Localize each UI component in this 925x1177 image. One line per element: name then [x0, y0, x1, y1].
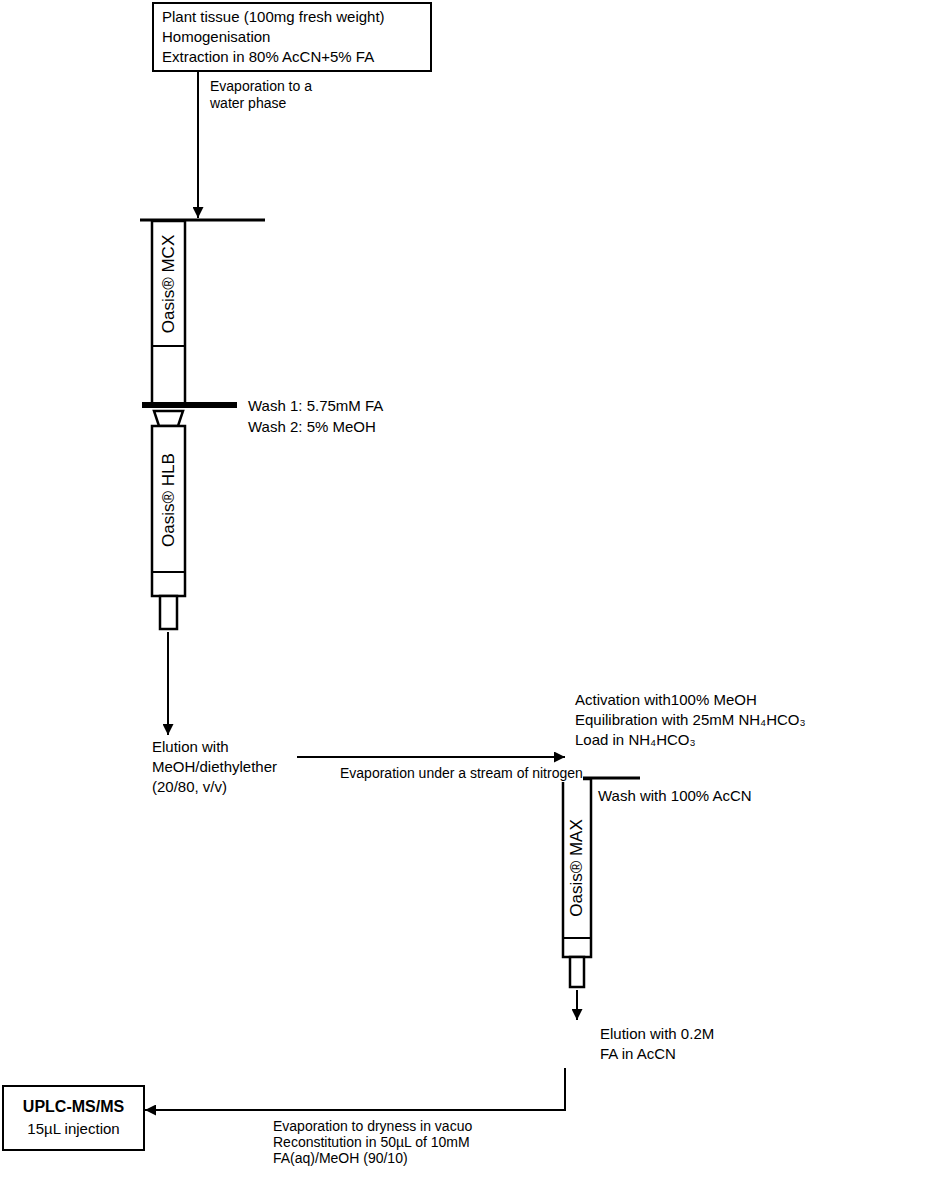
process-box: Plant tissue (100mg fresh weight)Homogen…: [152, 2, 432, 72]
node-text: Elution with MeOH/diethylether (20/80, v…: [152, 737, 297, 797]
node-text: 15µL injection: [12, 1118, 135, 1140]
node-text: Activation with100% MeOH: [575, 690, 757, 709]
cartridge-frit: [152, 571, 185, 573]
cartridge-body: [152, 221, 185, 404]
edge-label: Evaporation under a stream of nitrogen: [340, 765, 583, 782]
node-text: Load in NH₄HCO₃: [575, 730, 696, 749]
flow-arrow: [167, 632, 169, 735]
cartridge: Activation with100% MeOHEquilibration wi…: [565, 690, 641, 990]
flow-arrow: [197, 72, 199, 218]
node-text: Homogenisation: [162, 27, 422, 47]
step-note: Wash 2: 5% MeOH: [248, 417, 376, 436]
output-box: UPLC-MS/MS15µL injection: [2, 1085, 145, 1151]
cartridge-adapter: [154, 411, 183, 426]
cartridge-flange: [142, 402, 237, 408]
node-text: Elution with 0.2M FA in AcCN: [600, 1024, 730, 1064]
cartridge-group: [152, 411, 185, 629]
node-text: Oasis® MAX: [567, 819, 587, 917]
cartridge-group: [140, 220, 265, 408]
node-text: Extraction in 80% AcCN+5% FA: [162, 47, 422, 67]
cartridge-frit: [152, 345, 185, 347]
flow-arrow: [297, 756, 565, 758]
step-text: Elution with MeOH/diethylether (20/80, v…: [152, 735, 297, 799]
cartridge-tip: [160, 596, 177, 629]
edge-label: Evaporation to a water phase: [210, 78, 320, 112]
cartridge-group: [505, 778, 640, 987]
cartridge-tip: [570, 957, 584, 987]
node-text: Equilibration with 25mM NH₄HCO₃: [575, 710, 806, 729]
flow-arrow: [145, 1068, 565, 1110]
node-text: UPLC-MS/MS: [12, 1096, 135, 1118]
cartridge-body: [152, 426, 185, 596]
cartridge-body: [563, 779, 591, 957]
step-text: Elution with 0.2M FA in AcCN: [560, 1020, 730, 1068]
step-note: Wash with 100% AcCN: [598, 786, 752, 805]
node-text: Oasis® HLB: [159, 453, 179, 547]
flow-arrow: [576, 990, 578, 1020]
node-text: Oasis® MCX: [159, 235, 179, 333]
cartridge-frit: [563, 937, 591, 939]
edge-label: Evaporation to dryness in vacuo Reconsti…: [273, 1118, 498, 1166]
step-note: Wash 1: 5.75mM FA: [248, 396, 383, 415]
cartridge: Oasis® HLB: [140, 410, 266, 632]
cartridge: Oasis® MCX: [140, 218, 266, 410]
node-text: Plant tissue (100mg fresh weight): [162, 7, 422, 27]
